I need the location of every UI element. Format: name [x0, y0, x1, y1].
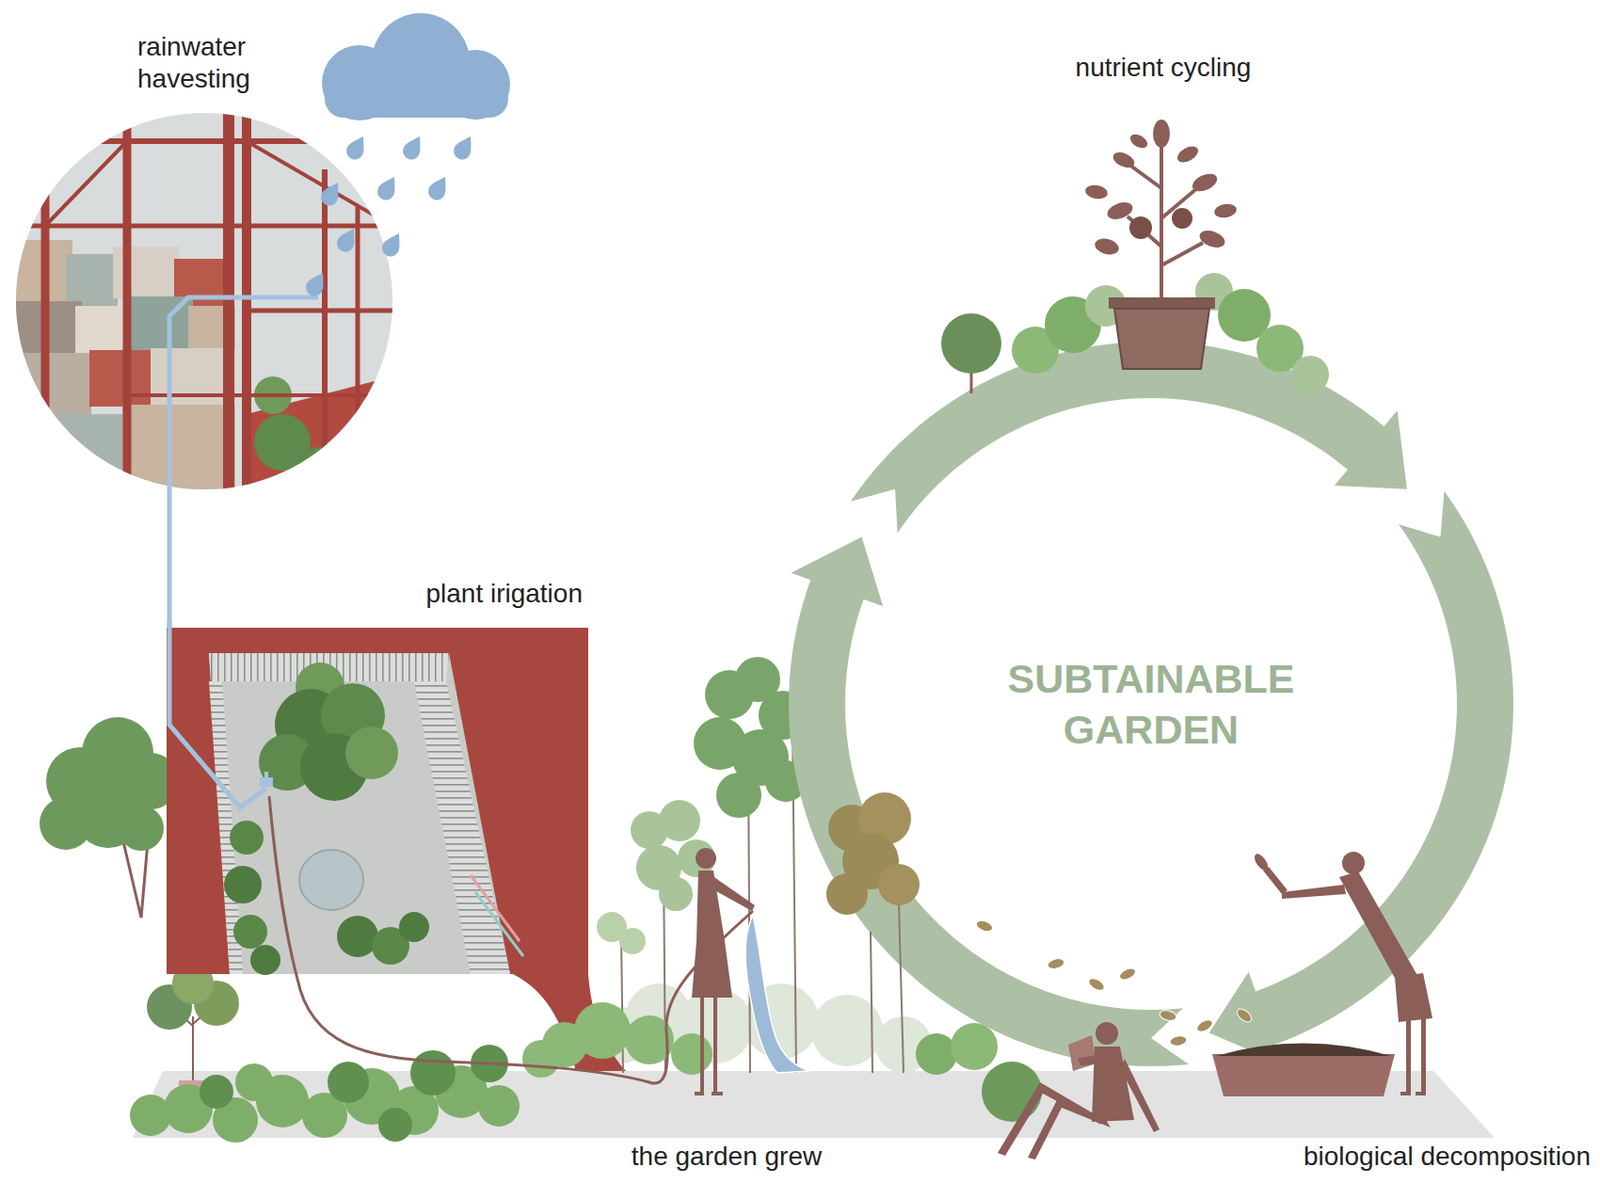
- caption-label: biological decomposition: [1303, 1140, 1591, 1173]
- rain-cloud: [321, 13, 511, 121]
- ring-shape: [765, 318, 1537, 1090]
- watering-person: [695, 848, 717, 869]
- water-stream: [745, 914, 810, 1073]
- floor-bush: [478, 1085, 520, 1127]
- floor-bush: [199, 1044, 509, 1142]
- left-tree: [39, 717, 179, 918]
- watering-person: [707, 875, 755, 912]
- caption-label: nutrient cycling: [1075, 51, 1252, 84]
- tall-tree: [658, 877, 693, 912]
- node-heading: rainwater havesting: [137, 31, 303, 96]
- watering-person: [700, 995, 704, 1094]
- floor-bush: [671, 1033, 713, 1075]
- node-heading: plant irigation: [166, 577, 583, 610]
- shape-art: [166, 621, 589, 979]
- circle-shape: [16, 112, 393, 490]
- tall-tree: [619, 928, 646, 955]
- rect-shape: [166, 627, 589, 975]
- caption-label: the garden grew: [631, 1140, 822, 1173]
- watering-person: [713, 995, 718, 1094]
- tall-tree: [716, 772, 762, 818]
- water-pipe: [167, 486, 173, 628]
- floor-bush: [129, 1002, 713, 1143]
- floor-bush: [522, 1040, 560, 1078]
- cycle-arrow: [1209, 491, 1514, 1065]
- tall-tree: [658, 800, 701, 842]
- potted-tree: [146, 962, 240, 1096]
- tall-tree: [596, 912, 646, 955]
- cycle-ring: SUBTAINABLE GARDEN: [765, 318, 1537, 1090]
- floor-bush: [378, 1107, 413, 1142]
- photo-circle: rainwater havesting: [16, 28, 393, 490]
- floor-bush: [410, 1050, 456, 1096]
- floor-bush: [574, 1002, 631, 1059]
- photo-frame: plant irigation: [166, 577, 589, 975]
- floor-bush: [199, 1074, 234, 1109]
- floor-bush: [235, 1063, 273, 1102]
- shape-art: [16, 103, 479, 495]
- shape-art: [826, 119, 1433, 1160]
- watering-person: [711, 1091, 723, 1096]
- floor-bush: [327, 1061, 369, 1104]
- left-tree: [39, 717, 179, 851]
- left-tree: [118, 805, 164, 851]
- floor-bush: [129, 1063, 520, 1143]
- water-stream: [745, 914, 810, 1073]
- rain-cloud: [324, 80, 509, 118]
- center-title: SUBTAINABLE GARDEN: [972, 653, 1330, 755]
- watering-person: [694, 1091, 704, 1096]
- watering-person: [691, 848, 755, 1096]
- cycle-arrow: [788, 537, 1189, 1068]
